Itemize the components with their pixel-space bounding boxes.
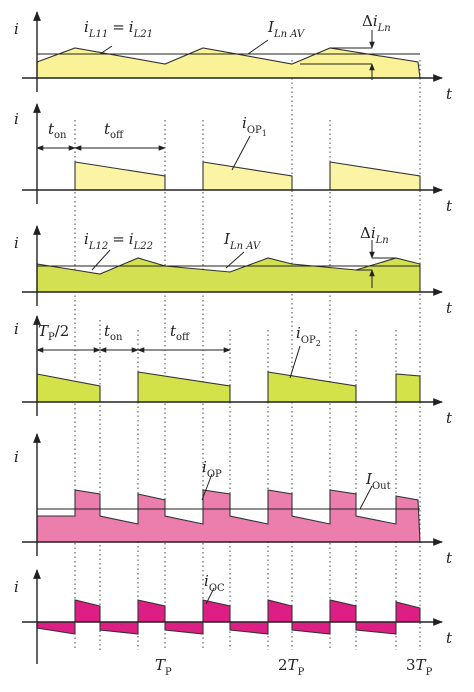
panel-total-output-current: i t iOP IOut bbox=[14, 433, 453, 567]
leader-line bbox=[201, 473, 213, 501]
panel-inductor-current-2: i t iL12=iL22 ILn AV ΔiLn bbox=[14, 224, 453, 317]
capacitor-current-waveform bbox=[36, 599, 421, 635]
pulse-2 bbox=[202, 161, 293, 191]
x-axis-label: t bbox=[446, 409, 453, 427]
leader-line bbox=[99, 45, 113, 55]
x-axis-label: t bbox=[446, 85, 453, 103]
leader-line bbox=[91, 249, 111, 271]
y-axis-label: i bbox=[14, 448, 19, 466]
leader-line bbox=[359, 485, 373, 510]
load-current-label: IOut bbox=[365, 470, 391, 492]
pulse-1 bbox=[74, 161, 166, 191]
total-output-current-waveform bbox=[36, 489, 421, 543]
pulse-3 bbox=[267, 371, 357, 403]
output-current-label: iOP bbox=[202, 458, 222, 480]
half-period-label: TP/2 bbox=[38, 322, 69, 343]
leader-line bbox=[205, 587, 215, 605]
x-axis-label: t bbox=[446, 299, 453, 317]
ripple-label: ΔiLn bbox=[360, 224, 389, 246]
x-axis-label: t bbox=[446, 629, 453, 647]
average-current-label: ILn AV bbox=[267, 18, 306, 40]
inductor-current-label: iL12=iL22 bbox=[84, 230, 153, 252]
t-on-label: ton bbox=[104, 322, 123, 343]
t-on-label: ton bbox=[48, 120, 67, 141]
y-axis-label: i bbox=[14, 20, 19, 38]
y-axis-label: i bbox=[14, 578, 19, 596]
tick-label-tp: TP bbox=[155, 656, 172, 678]
leader-line bbox=[247, 39, 269, 55]
t-off-label: toff bbox=[104, 120, 124, 141]
timing-guides bbox=[74, 60, 421, 650]
inductor-current-1-waveform bbox=[36, 47, 421, 79]
output-current-label: iOP1 bbox=[242, 114, 267, 138]
average-current-label: ILn AV bbox=[223, 230, 262, 252]
inductor-current-2-waveform bbox=[36, 257, 421, 293]
pulse-1 bbox=[36, 373, 101, 403]
panel-capacitor-current: i t iOC bbox=[14, 569, 453, 664]
ripple-label: ΔiLn bbox=[362, 12, 391, 34]
pulse-4 bbox=[395, 373, 421, 403]
t-off-label: toff bbox=[170, 322, 190, 343]
y-axis-label: i bbox=[14, 110, 19, 128]
tick-label-3tp: 3TP bbox=[406, 656, 433, 678]
tick-label-2tp: 2TP bbox=[278, 656, 305, 678]
y-axis-label: i bbox=[14, 320, 19, 338]
pulse-3 bbox=[329, 161, 421, 191]
panel-output-current-2: i t TP/2 ton toff iOP2 bbox=[14, 315, 453, 427]
output-current-label: iOP2 bbox=[296, 324, 321, 348]
leader-line bbox=[289, 345, 301, 379]
inductor-current-label: iL11=iL21 bbox=[84, 18, 153, 40]
x-axis-label: t bbox=[446, 549, 453, 567]
period-tick-labels: TP 2TP 3TP bbox=[155, 656, 433, 678]
y-axis-label: i bbox=[14, 234, 19, 252]
panel-output-current-1: i t ton toff iOP1 bbox=[14, 103, 453, 215]
panel-inductor-current-1: i t iL11=iL21 ILn AV ΔiLn bbox=[14, 11, 453, 103]
pulse-2 bbox=[137, 371, 231, 403]
capacitor-current-label: iOC bbox=[204, 572, 225, 594]
leader-line bbox=[225, 251, 245, 269]
x-axis-label: t bbox=[446, 197, 453, 215]
leader-line bbox=[231, 135, 251, 171]
